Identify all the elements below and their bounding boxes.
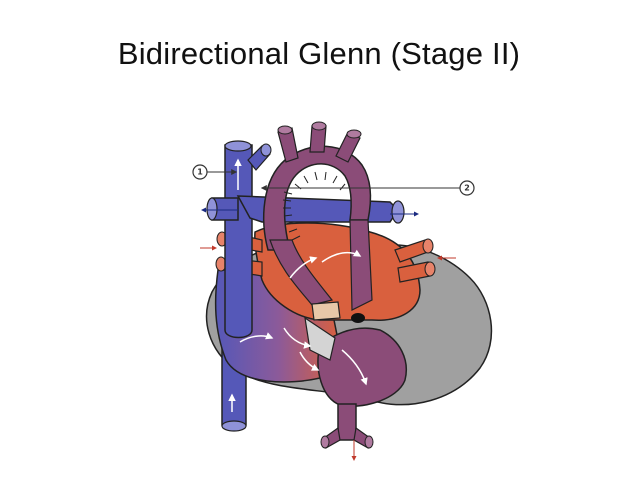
suture-line xyxy=(282,171,346,241)
aortic-branch-3 xyxy=(335,131,361,163)
external-flow-arrows xyxy=(200,207,456,461)
ivc-opening xyxy=(221,420,247,432)
single-ventricle xyxy=(317,327,407,407)
superior-vena-cava xyxy=(224,144,253,339)
svc-top-opening xyxy=(224,140,252,152)
white-flow-arrows xyxy=(228,158,368,412)
slide-title: Bidirectional Glenn (Stage II) xyxy=(117,36,521,71)
left-atrium xyxy=(254,222,421,321)
callout-2: 2 xyxy=(260,180,475,196)
descending-aorta xyxy=(337,403,357,441)
callout-1: 1 xyxy=(192,164,238,180)
ligated-site xyxy=(351,313,365,323)
pulmonary-artery-right xyxy=(236,195,399,223)
callout-2-label: 2 xyxy=(464,184,470,193)
pulmonary-valve xyxy=(311,301,341,321)
aortic-branch-1 xyxy=(277,127,299,163)
descending-tube xyxy=(349,219,373,311)
neo-aorta xyxy=(269,239,334,306)
callout-1-label: 1 xyxy=(197,168,203,177)
ventricular-septum xyxy=(304,316,336,361)
